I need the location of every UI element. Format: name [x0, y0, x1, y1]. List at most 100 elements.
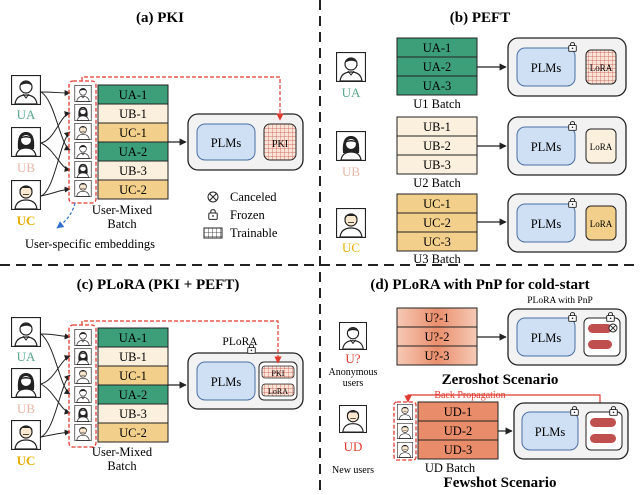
panel-d: (d) PLoRA with PnP for cold-start U? Ano… — [329, 277, 629, 491]
plm-label: PLMs — [531, 217, 562, 231]
pki-label-c: PKI — [272, 369, 285, 378]
user-ub-label: UB — [17, 160, 35, 175]
batch-caption: U2 Batch — [413, 176, 461, 190]
user-uc-icon — [336, 208, 366, 238]
embedding-icons — [74, 85, 92, 197]
embedding-caption-arrow — [56, 202, 76, 229]
lora-label: LoRA — [590, 142, 613, 152]
batch-row-text: UB-2 — [423, 139, 451, 153]
panel-b: (b) PEFT UA UA-1 UA-2 UA-3 U1 Batch PLMs… — [336, 10, 627, 266]
user-uc-label: UC — [17, 213, 36, 228]
zeroshot-scenario: Zeroshot Scenario — [442, 372, 559, 388]
plm-label: PLMs — [531, 61, 562, 75]
batch-row-text: UD-3 — [444, 443, 472, 457]
user-uc-icon — [11, 180, 41, 210]
new-user-label: UD — [344, 439, 363, 454]
user-uc-icon — [11, 420, 41, 450]
panel-a-title: (a) PKI — [136, 10, 184, 26]
batch-row-text: UB-3 — [119, 407, 147, 421]
anonymous-caption-1: Anonymous — [329, 367, 378, 378]
pki-module-a — [263, 123, 297, 161]
plm-label-c: PLMs — [211, 375, 242, 389]
pki-label-a: PKI — [272, 139, 288, 150]
batch-row-text: UC-2 — [119, 183, 147, 197]
user-to-embedding-lines — [40, 333, 71, 438]
batch-caption-line2: Batch — [107, 217, 137, 231]
batch-row-text: UC-1 — [119, 369, 147, 383]
batch-row-text: UC-2 — [119, 426, 147, 440]
batch-row-text: UA-1 — [119, 88, 147, 102]
user-ub-label: UB — [17, 401, 35, 416]
batch-caption-line2: Batch — [107, 459, 137, 473]
user-uc-label: UC — [17, 453, 36, 468]
user-ub-icon — [11, 368, 41, 398]
legend-frozen: Frozen — [230, 208, 265, 222]
batch-caption: UD Batch — [425, 461, 476, 475]
pnp-module — [585, 411, 623, 451]
user-ua-label: UA — [17, 349, 36, 364]
batch-row-text: UB-1 — [119, 107, 147, 121]
plora-box-title: PLoRA — [222, 336, 258, 348]
batch-caption: U3 Batch — [413, 252, 461, 266]
panel-b-title: (b) PEFT — [450, 10, 510, 26]
batch-row-text: UA-2 — [423, 60, 451, 74]
batch-row-text: UA-3 — [423, 79, 451, 93]
lora-label-c: LoRA — [268, 387, 288, 396]
panel-c-title: (c) PLoRA (PKI + PEFT) — [77, 277, 240, 293]
batch-row-text: UD-1 — [444, 405, 472, 419]
embedding-column-highlight — [393, 401, 417, 461]
embedding-icons — [74, 329, 92, 441]
embedding-icons — [397, 404, 413, 458]
legend-trainable: Trainable — [230, 226, 278, 240]
batch-row-text: U?-2 — [425, 330, 450, 344]
batch-row-text: UA-1 — [423, 41, 451, 55]
legend: Canceled Frozen Trainable — [203, 190, 278, 240]
batch-caption-line1: User-Mixed — [92, 445, 153, 459]
panel-a: (a) PKI UA UB UC — [11, 10, 304, 251]
batch-row-text: U?-1 — [425, 311, 450, 325]
batch-row-text: UC-1 — [119, 126, 147, 140]
frozen-icon — [208, 209, 218, 220]
batch-row-text: UA-2 — [119, 388, 147, 402]
batch-row-text: UC-1 — [423, 197, 451, 211]
batch-caption: U1 Batch — [413, 97, 461, 111]
user-ua-icon — [336, 52, 366, 82]
anonymous-user-label: U? — [345, 351, 360, 366]
batch-row-text: U?-3 — [425, 349, 450, 363]
plm-label-a: PLMs — [211, 136, 242, 150]
batch-row-text: UD-2 — [444, 424, 472, 438]
batch-row-text: UB-3 — [119, 164, 147, 178]
batch-row-text: UA-1 — [119, 331, 147, 345]
user-to-embedding-lines — [40, 89, 71, 197]
legend-canceled: Canceled — [230, 190, 277, 204]
batch-row-text: UC-3 — [423, 235, 451, 249]
batch-caption-line1: User-Mixed — [92, 203, 153, 217]
user-ub-icon — [11, 127, 41, 157]
batch-row-text: UB-1 — [119, 350, 147, 364]
user-label: UA — [342, 85, 361, 100]
fewshot-scenario: Fewshot Scenario — [444, 475, 557, 490]
batch-row-text: UB-3 — [423, 158, 451, 172]
panel-c: (c) PLoRA (PKI + PEFT) UA UB UC UA-1 — [11, 277, 304, 473]
lora-label: LoRA — [590, 219, 613, 229]
user-ua-label: UA — [17, 107, 36, 122]
anonymous-user-icon — [339, 322, 367, 350]
trainable-icon — [203, 227, 223, 239]
embedding-to-pki-arrow — [81, 320, 282, 364]
anonymous-caption-2: users — [343, 378, 364, 389]
batch-row-text: UA-2 — [119, 145, 147, 159]
new-user-caption: New users — [332, 465, 374, 476]
user-ub-icon — [336, 131, 366, 161]
pnp-box-title: PLoRA with PnP — [527, 296, 592, 306]
plm-box-a — [196, 123, 256, 161]
new-user-icon — [339, 405, 367, 433]
user-label: UB — [342, 164, 360, 179]
batch-c: UA-1 UB-1 UC-1 UA-2 UB-3 UC-2 — [97, 327, 169, 443]
lora-label: LoRA — [590, 63, 613, 73]
embedding-to-pki-arrow — [81, 76, 284, 121]
user-ua-icon — [11, 75, 41, 105]
batch-a: UA-1 UB-1 UC-1 UA-2 UB-3 UC-2 — [97, 84, 169, 200]
batch-row-text: UB-1 — [423, 120, 451, 134]
user-label: UC — [342, 240, 360, 255]
